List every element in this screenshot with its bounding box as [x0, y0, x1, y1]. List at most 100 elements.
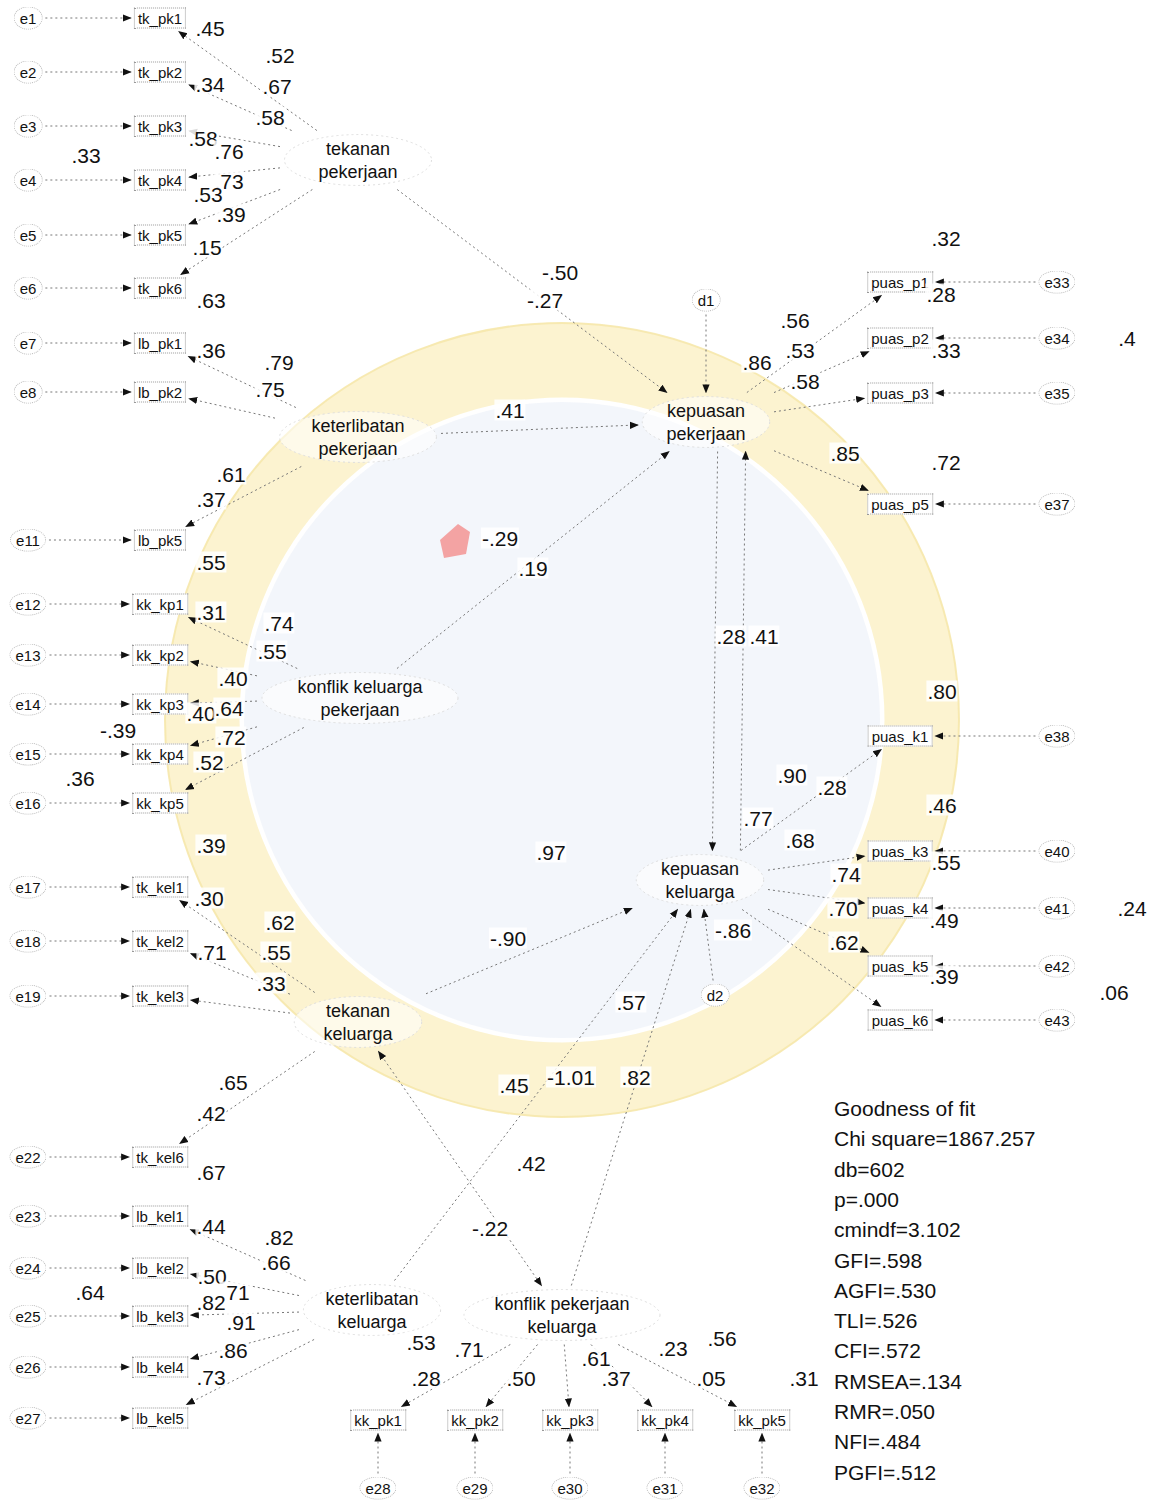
- path-arrow: [50, 1268, 130, 1269]
- node-label: puas_k4: [872, 900, 929, 917]
- node-label: e43: [1044, 1012, 1069, 1029]
- indicator-box: tk_kel1: [132, 877, 188, 898]
- error-term: e13: [9, 644, 46, 667]
- coefficient-label: .86: [741, 352, 772, 373]
- coefficient-label: .31: [788, 1368, 819, 1389]
- path-arrow: [397, 452, 669, 669]
- path-arrow: [741, 750, 881, 851]
- error-term: e15: [9, 743, 46, 766]
- indicator-box: lb_kel2: [132, 1258, 188, 1279]
- node-label: e23: [15, 1208, 40, 1225]
- path-arrow: [774, 398, 864, 411]
- coefficient-label: .56: [706, 1328, 737, 1349]
- coefficient-label: .72: [930, 452, 961, 473]
- path-arrow: [935, 736, 1035, 737]
- path-arrow: [186, 728, 304, 790]
- latent-variable: kepuasan pekerjaan: [641, 396, 771, 449]
- error-term: e38: [1038, 725, 1075, 748]
- coefficient-label: .53: [192, 184, 223, 205]
- node-label: e1: [20, 10, 37, 27]
- path-arrow: [935, 908, 1035, 909]
- node-label: puas_p1: [871, 274, 929, 291]
- coefficient-label: .70: [827, 898, 858, 919]
- node-label: puas_k3: [872, 843, 929, 860]
- coefficient-label: .75: [254, 379, 285, 400]
- node-label: tekanan pekerjaan: [293, 138, 423, 183]
- node-label: e15: [15, 746, 40, 763]
- path-arrow: [936, 393, 1036, 394]
- path-arrow: [397, 190, 667, 393]
- coefficient-label: .97: [535, 842, 566, 863]
- coefficient-label: .64: [213, 698, 244, 719]
- path-arrow: [570, 1434, 571, 1474]
- coefficient-label: .31: [195, 602, 226, 623]
- coefficient-label: .34: [194, 74, 225, 95]
- coefficient-label: .67: [195, 1162, 226, 1183]
- path-arrow: [180, 901, 315, 993]
- path-arrow: [475, 1434, 476, 1474]
- coefficient-label: .52: [264, 45, 295, 66]
- coefficient-label: .58: [789, 371, 820, 392]
- indicator-box: lb_kel5: [132, 1408, 188, 1429]
- coefficient-label: -.39: [99, 720, 137, 741]
- node-label: e7: [20, 335, 37, 352]
- node-label: kk_pk2: [451, 1412, 499, 1429]
- path-arrow: [936, 504, 1036, 505]
- path-arrow: [50, 1157, 130, 1158]
- coefficient-label: .74: [830, 864, 861, 885]
- error-term: e7: [14, 332, 43, 355]
- indicator-box: lb_pk1: [134, 333, 186, 354]
- coefficient-label: .53: [405, 1332, 436, 1353]
- coefficient-label: .28: [715, 626, 746, 647]
- coefficient-label: .33: [930, 340, 961, 361]
- error-term: e1: [14, 7, 43, 30]
- node-label: d1: [698, 292, 715, 309]
- node-label: e3: [20, 118, 37, 135]
- fit-statistic: GFI=.598: [833, 1250, 923, 1271]
- coefficient-label: .65: [217, 1072, 248, 1093]
- coefficient-label: .28: [816, 777, 847, 798]
- node-label: keterlibatan pekerjaan: [288, 415, 428, 460]
- node-label: puas_p3: [871, 385, 929, 402]
- node-label: tk_pk2: [138, 64, 182, 81]
- indicator-box: tk_kel6: [132, 1147, 188, 1168]
- coefficient-label: .62: [264, 912, 295, 933]
- node-label: kk_kp4: [136, 746, 184, 763]
- coefficient-label: .63: [195, 290, 226, 311]
- path-arrow: [45, 288, 131, 289]
- node-label: e22: [15, 1149, 40, 1166]
- path-arrow: [49, 540, 131, 541]
- fit-statistic: PGFI=.512: [833, 1462, 937, 1483]
- error-term: e23: [9, 1205, 46, 1228]
- path-arrow: [936, 338, 1036, 339]
- coefficient-label: .40: [217, 668, 248, 689]
- error-term: e22: [9, 1146, 46, 1169]
- error-term: e6: [14, 277, 43, 300]
- coefficient-label: .45: [194, 18, 225, 39]
- indicator-box: lb_kel3: [132, 1306, 188, 1327]
- indicator-box: kk_pk3: [542, 1410, 598, 1431]
- error-term: e29: [456, 1477, 493, 1500]
- coefficient-label: .45: [498, 1075, 529, 1096]
- indicator-box: tk_pk2: [134, 62, 186, 83]
- indicator-box: tk_pk5: [134, 225, 186, 246]
- coefficient-label: .82: [620, 1067, 651, 1088]
- path-arrow: [50, 655, 130, 656]
- coefficient-label: .67: [261, 76, 292, 97]
- node-label: kepuasan pekerjaan: [651, 400, 761, 445]
- path-arrow: [704, 910, 713, 981]
- error-term: e18: [9, 930, 46, 953]
- error-term: e16: [9, 792, 46, 815]
- coefficient-label: .55: [256, 641, 287, 662]
- indicator-box: lb_kel1: [132, 1206, 188, 1227]
- coefficient-label: .30: [193, 888, 224, 909]
- node-label: e40: [1044, 843, 1069, 860]
- error-term: d1: [692, 289, 721, 312]
- path-arrow: [187, 1340, 315, 1405]
- path-arrow: [45, 72, 131, 73]
- coefficient-label: .86: [217, 1340, 248, 1361]
- error-term: e8: [14, 381, 43, 404]
- node-label: lb_kel3: [136, 1308, 184, 1325]
- indicator-box: puas_k3: [868, 841, 933, 862]
- node-label: puas_k1: [872, 728, 929, 745]
